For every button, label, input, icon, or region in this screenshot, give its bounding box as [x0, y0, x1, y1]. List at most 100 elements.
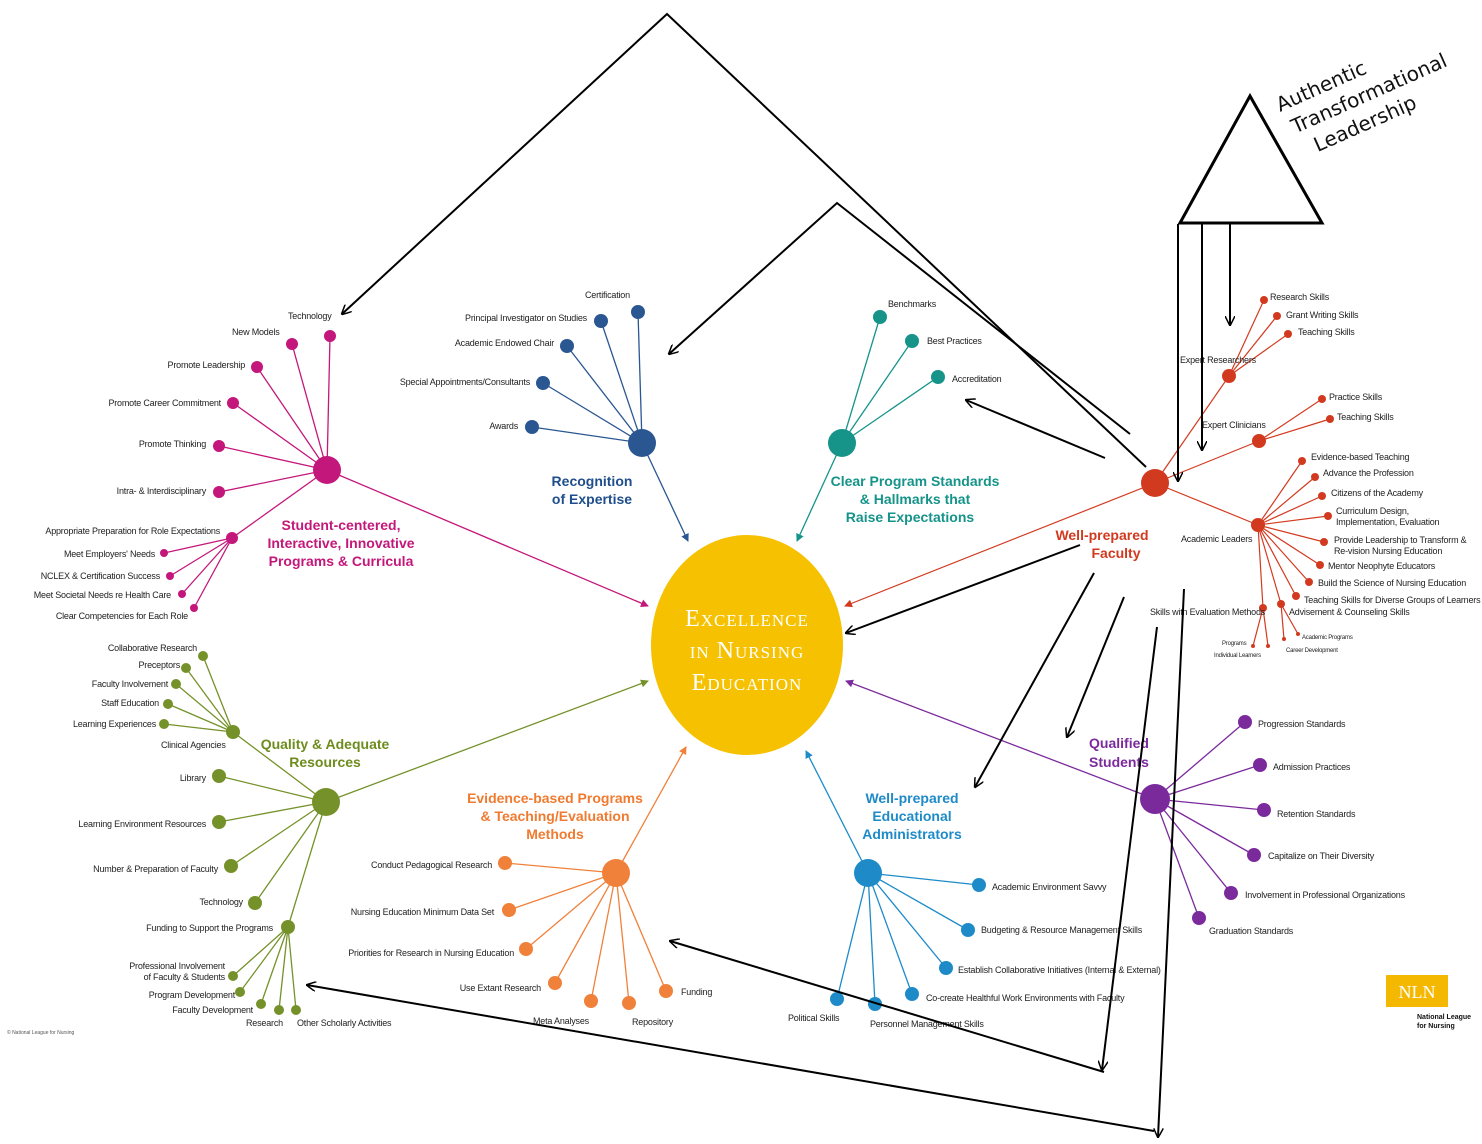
resources-labels: Collaborative Research Preceptors Facult… — [73, 643, 392, 1028]
label-academic-programs: Academic Programs — [1302, 635, 1353, 641]
label-involvement: Involvement in Professional Organization… — [1245, 890, 1406, 900]
label-ebt: Evidence-based Teaching — [1311, 452, 1410, 462]
student-centered-cluster — [160, 330, 649, 612]
leadership-annotation-arrows — [307, 12, 1325, 1137]
label-number-prep: Number & Preparation of Faculty — [93, 864, 219, 874]
label-nclex: NCLEX & Certification Success — [41, 571, 161, 581]
evidence-cluster — [498, 746, 687, 1010]
recognition-leaf-node — [525, 420, 539, 434]
label-intra: Intra- & Interdisciplinary — [117, 486, 207, 496]
administrators-leaf-node — [830, 992, 844, 1006]
label-research-skills: Research Skills — [1270, 292, 1330, 302]
nln-logo-line-1: National League — [1417, 1014, 1471, 1021]
student-leaf-node — [213, 486, 225, 498]
student-leaf-node — [226, 532, 238, 544]
faculty-leaf-node — [1284, 330, 1292, 338]
label-meta: Meta Analyses — [533, 1016, 590, 1026]
student-leaf-node — [286, 338, 298, 350]
resources-leaf-node — [212, 769, 226, 783]
administrators-leaf-node — [961, 923, 975, 937]
label-priorities: Priorities for Research in Nursing Educa… — [348, 948, 514, 958]
administrators-title-2: Educational — [872, 808, 951, 824]
recognition-leaf-node — [536, 376, 550, 390]
students-cluster — [845, 679, 1271, 925]
administrators-leaf-node — [868, 997, 882, 1011]
resources-leaf-node — [212, 815, 226, 829]
standards-labels: Benchmarks Best Practices Accreditation … — [831, 299, 1002, 525]
faculty-leaf-node — [1318, 395, 1326, 403]
students-leaf-node — [1257, 803, 1271, 817]
students-leaf-node — [1238, 715, 1252, 729]
label-citizens: Citizens of the Academy — [1331, 488, 1424, 498]
recognition-cluster — [525, 305, 689, 542]
administrators-hub-node — [854, 859, 882, 887]
evidence-leaf-node — [548, 976, 562, 990]
resources-leaf-node — [228, 971, 238, 981]
label-personnel: Personnel Management Skills — [870, 1019, 984, 1029]
faculty-leaf-node — [1260, 296, 1268, 304]
resources-title-2: Resources — [289, 754, 361, 770]
administrators-leaf-node — [905, 987, 919, 1001]
nln-logo-mark: NLN — [1399, 982, 1436, 1002]
student-leaf-node — [324, 330, 336, 342]
student-title-3: Programs & Curricula — [269, 553, 414, 569]
label-admission: Admission Practices — [1273, 762, 1351, 772]
standards-title-3: Raise Expectations — [846, 509, 975, 525]
faculty-leaf-node — [1282, 637, 1286, 641]
label-curriculum-2: Implementation, Evaluation — [1336, 517, 1440, 527]
label-teaching-skills-2: Teaching Skills — [1337, 412, 1394, 422]
faculty-leaf-node — [1305, 578, 1313, 586]
resources-leaf-node — [274, 1005, 284, 1015]
label-clinical: Clinical Agencies — [161, 740, 226, 750]
label-collab-init: Establish Collaborative Initiatives (Int… — [958, 965, 1161, 975]
label-faculty-dev: Faculty Development — [172, 1005, 253, 1015]
student-leaf-node — [178, 590, 186, 598]
students-title-1: Qualified — [1089, 735, 1149, 751]
faculty-leaf-node — [1320, 538, 1328, 546]
label-budgeting: Budgeting & Resource Management Skills — [981, 925, 1143, 935]
center-line-1: Excellence — [685, 606, 809, 632]
label-societal: Meet Societal Needs re Health Care — [34, 590, 171, 600]
recognition-hub-node — [628, 429, 656, 457]
students-hub-node — [1140, 784, 1170, 814]
label-awards: Awards — [489, 421, 518, 431]
resources-leaf-node — [159, 719, 169, 729]
label-funding-ev: Funding — [681, 987, 712, 997]
students-leaf-node — [1224, 886, 1238, 900]
faculty-leaf-node — [1316, 561, 1324, 569]
recognition-leaf-node — [560, 339, 574, 353]
label-pi: Principal Investigator on Studies — [465, 313, 588, 323]
label-minimum: Nursing Education Minimum Data Set — [351, 907, 495, 917]
label-preceptors: Preceptors — [138, 660, 180, 670]
resources-leaf-node — [248, 896, 262, 910]
faculty-leaf-node — [1273, 312, 1281, 320]
faculty-leaf-node — [1296, 632, 1300, 636]
nln-logo: NLN National League for Nursing — [1386, 975, 1471, 1030]
arrow-down-long-1 — [1102, 626, 1158, 1070]
standards-title-2: & Hallmarks that — [860, 491, 971, 507]
faculty-leaf-node — [1277, 600, 1285, 608]
faculty-hub-node — [1141, 469, 1169, 497]
administrators-leaf-node — [972, 878, 986, 892]
faculty-leaf-node — [1324, 512, 1332, 520]
label-faculty-involvement: Faculty Involvement — [92, 679, 169, 689]
evidence-title-1: Evidence-based Programs — [467, 790, 643, 806]
label-accreditation: Accreditation — [952, 374, 1002, 384]
resources-leaf-node — [181, 663, 191, 673]
evidence-leaf-node — [498, 856, 512, 870]
label-prof-inv-1: Professional Involvement — [129, 961, 225, 971]
label-certification: Certification — [585, 290, 630, 300]
label-diversity: Capitalize on Their Diversity — [1268, 851, 1375, 861]
faculty-leaf-node — [1298, 457, 1306, 465]
students-leaf-node — [1192, 911, 1206, 925]
label-other-scholarly: Other Scholarly Activities — [297, 1018, 392, 1028]
label-employers: Meet Employers' Needs — [64, 549, 156, 559]
recognition-labels: Certification Principal Investigator on … — [400, 290, 633, 507]
student-labels: Technology New Models Promote Leadership… — [34, 311, 415, 621]
copyright-text: © National League for Nursing — [7, 1029, 75, 1036]
student-leaf-node — [190, 604, 198, 612]
label-retention: Retention Standards — [1277, 809, 1356, 819]
label-programs: Programs — [1222, 641, 1247, 647]
label-practice-skills: Practice Skills — [1329, 392, 1383, 402]
label-provide-1: Provide Leadership to Transform & — [1334, 535, 1467, 545]
